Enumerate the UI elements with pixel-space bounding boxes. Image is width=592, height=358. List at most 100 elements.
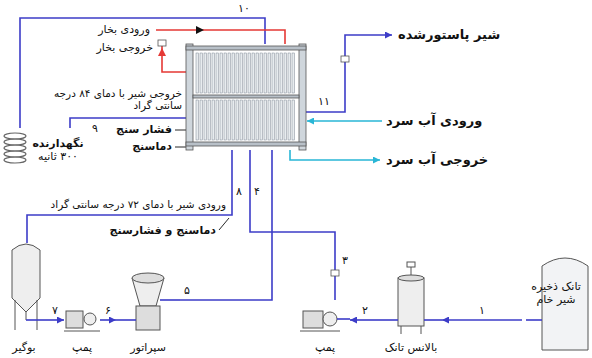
plate-heat-exchanger xyxy=(186,44,193,150)
exchanger-plate xyxy=(224,53,226,93)
callout-number: ۱۱ xyxy=(318,95,330,108)
exchanger-plate xyxy=(248,100,250,140)
exchanger-plate xyxy=(272,100,274,140)
exchanger-plate xyxy=(224,100,226,140)
valves xyxy=(158,40,166,46)
pump-drawing xyxy=(337,318,350,320)
leader-lines xyxy=(175,147,186,148)
equipment-name: سپراتور xyxy=(130,341,166,354)
exchanger-plate xyxy=(196,53,198,93)
exchanger-plate xyxy=(200,100,202,140)
exchanger-plate xyxy=(260,100,262,140)
exchanger-plate xyxy=(248,53,250,93)
balance-tank-drawing xyxy=(398,278,424,326)
exchanger-plate xyxy=(212,53,214,93)
balance-tank: بالانس تانک xyxy=(380,262,442,356)
instrument-label: فشار سنج xyxy=(116,123,172,136)
exchanger-plate xyxy=(276,53,278,93)
valves xyxy=(158,40,349,276)
exchanger-plate xyxy=(228,100,230,140)
holding-coil xyxy=(4,139,26,145)
callout-number: ۱ xyxy=(478,304,486,317)
exchanger-plate xyxy=(256,100,258,140)
exchanger-plate xyxy=(228,53,230,93)
instrument-label: دماسنج xyxy=(132,140,172,153)
deaerator-drawing xyxy=(15,300,16,330)
exchanger-plate xyxy=(264,100,266,140)
pipe-lines xyxy=(290,150,380,160)
exchanger-plate xyxy=(280,100,282,140)
exchanger-plate xyxy=(204,100,206,140)
valves xyxy=(331,270,339,276)
exchanger-plate xyxy=(220,100,222,140)
pump-drawing xyxy=(323,312,337,326)
pump-drawing xyxy=(64,311,100,331)
exchanger-plate xyxy=(232,100,234,140)
deaerator-drawing xyxy=(26,312,27,320)
deaerator-drawing xyxy=(12,235,46,330)
pump-drawing xyxy=(84,313,96,325)
exchanger-plate xyxy=(292,100,294,140)
pump: پمپ xyxy=(64,300,100,356)
exchanger-plate xyxy=(208,100,210,140)
pipe-label: ورودی آب سرد xyxy=(386,113,482,129)
exchanger-plate xyxy=(208,53,210,93)
exchanger-plate xyxy=(216,53,218,93)
pipe-connector xyxy=(350,319,380,321)
holding-tube: نگهدارنده۳۰۰ ثانیه xyxy=(2,128,88,172)
pipe-lines xyxy=(20,18,392,300)
exchanger-plates xyxy=(196,53,294,140)
pipe-lines xyxy=(307,120,382,122)
exchanger-plate xyxy=(288,53,290,93)
pump-drawing xyxy=(303,311,323,328)
pipe-connector xyxy=(46,319,64,321)
pump-drawing xyxy=(300,331,340,332)
balance-tank-drawing xyxy=(380,319,398,321)
equipment-name: پمپ xyxy=(315,341,335,354)
equipment-note: ۳۰۰ ثانیه xyxy=(38,150,78,163)
exchanger-plate xyxy=(292,53,294,93)
separator-drawing xyxy=(132,273,164,283)
exchanger-plate xyxy=(276,100,278,140)
separator-drawing xyxy=(136,306,160,330)
callout-number: ۷ xyxy=(51,304,59,317)
pipe-lines xyxy=(162,46,186,72)
flow-arrows xyxy=(196,26,204,34)
exchanger-plate xyxy=(280,53,282,93)
pipe-label: ورودی بخار xyxy=(98,23,150,36)
holding-coil xyxy=(4,157,26,163)
plate-heat-exchanger xyxy=(186,46,306,50)
separator: سپراتور xyxy=(116,264,180,356)
pump-drawing xyxy=(64,331,100,332)
exchanger-plate xyxy=(284,100,286,140)
flow-arrows xyxy=(158,26,204,56)
callout-number: ۶ xyxy=(104,304,112,317)
exchanger-plate xyxy=(220,53,222,93)
exchanger-plate xyxy=(232,53,234,93)
temperature-note: ورودی شیر با دمای ۷۲ درجه سانتی گراد xyxy=(51,198,226,211)
exchanger-plate xyxy=(256,53,258,93)
exchanger-plate xyxy=(244,100,246,140)
pipe-connector xyxy=(100,319,116,321)
balance-tank-drawing xyxy=(424,319,442,321)
balance-tank-drawing xyxy=(421,326,422,334)
callout-number: ۳ xyxy=(342,254,348,267)
pipe-lines xyxy=(306,35,392,112)
valves xyxy=(341,56,349,62)
exchanger-plate xyxy=(240,100,242,140)
pump-drawing xyxy=(300,311,350,331)
equipment-name: تانک ذخیره شیر خام xyxy=(522,280,590,306)
holding-coil xyxy=(4,151,26,157)
exchanger-plate xyxy=(288,100,290,140)
pipe-label: خروجی بخار xyxy=(97,41,153,54)
equipment-name: بالانس تانک xyxy=(385,341,438,354)
exchanger-plate xyxy=(272,53,274,93)
deaerator-drawing xyxy=(26,235,28,243)
exchanger-plate xyxy=(236,100,238,140)
exchanger-plate xyxy=(260,53,262,93)
pipe-lines xyxy=(156,30,285,44)
exchanger-plate xyxy=(268,100,270,140)
raw-milk-tank: تانک ذخیره شیر خام xyxy=(522,250,590,356)
